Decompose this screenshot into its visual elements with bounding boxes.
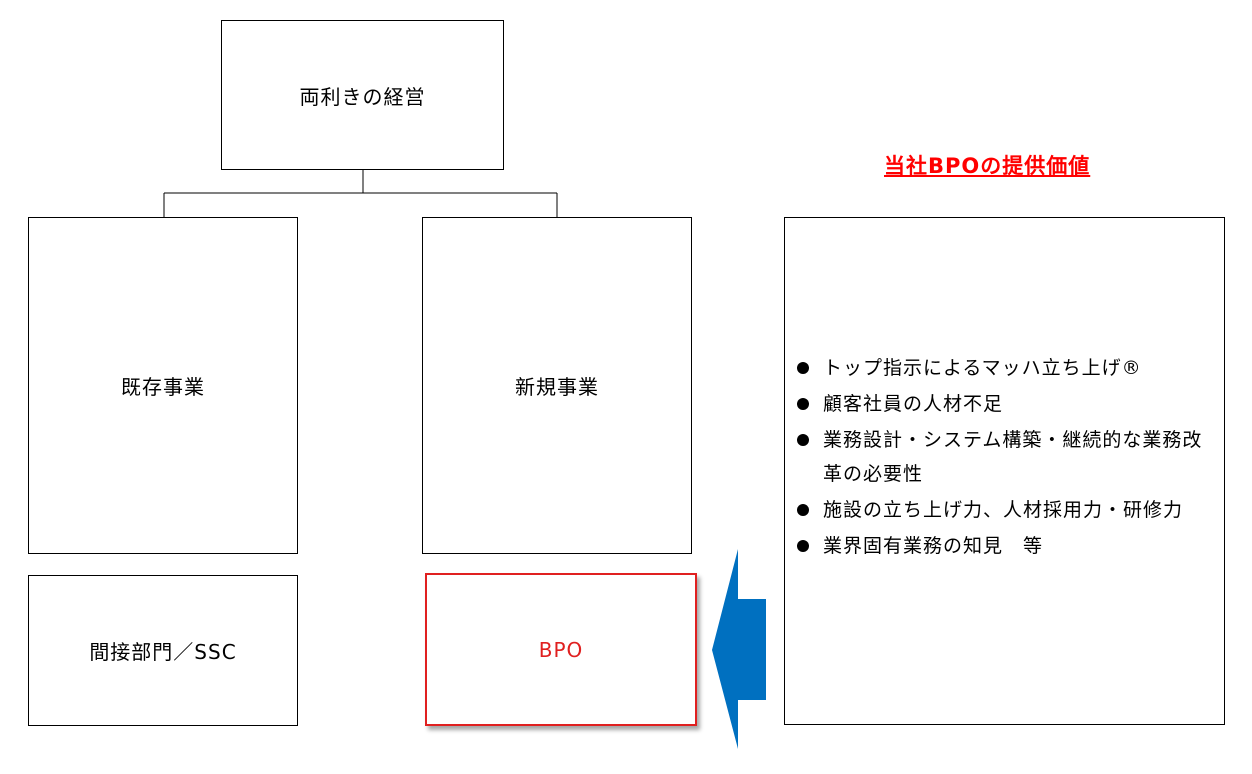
bullet-icon xyxy=(797,434,809,446)
value-panel-box: トップ指示によるマッハ立ち上げ® 顧客社員の人材不足 業務設計・システム構築・継… xyxy=(784,217,1225,725)
new-business-box: 新規事業 xyxy=(422,217,692,554)
value-list: トップ指示によるマッハ立ち上げ® 顧客社員の人材不足 業務設計・システム構築・継… xyxy=(795,351,1215,565)
value-item-text: 業務設計・システム構築・継続的な業務改革の必要性 xyxy=(823,429,1203,485)
bpo-box: BPO xyxy=(425,573,697,726)
value-panel-title: 当社BPOの提供価値 xyxy=(884,154,1091,178)
value-item-text: 顧客社員の人材不足 xyxy=(823,393,1004,415)
value-list-item: 業務設計・システム構築・継続的な業務改革の必要性 xyxy=(795,423,1215,491)
value-list-item: 顧客社員の人材不足 xyxy=(795,387,1215,421)
ambidextrous-management-box: 両利きの経営 xyxy=(221,20,504,170)
value-item-text: トップ指示によるマッハ立ち上げ® xyxy=(823,357,1142,379)
existing-business-label: 既存事業 xyxy=(121,375,205,399)
bpo-label: BPO xyxy=(538,637,584,662)
value-list-item: トップ指示によるマッハ立ち上げ® xyxy=(795,351,1215,385)
bullet-icon xyxy=(797,398,809,410)
value-item-text: 施設の立ち上げ力、人材採用力・研修力 xyxy=(823,499,1184,521)
ambidextrous-management-label: 両利きの経営 xyxy=(299,84,426,109)
new-business-label: 新規事業 xyxy=(515,375,599,399)
left-arrow-icon xyxy=(712,549,766,749)
value-list-item: 施設の立ち上げ力、人材採用力・研修力 xyxy=(795,493,1215,527)
bullet-icon xyxy=(797,504,809,516)
value-list-item: 業界固有業務の知見 等 xyxy=(795,529,1215,563)
value-item-text: 業界固有業務の知見 等 xyxy=(823,535,1044,557)
bullet-icon xyxy=(797,362,809,374)
tree-connector-lines xyxy=(163,170,558,217)
indirect-department-box: 間接部門／SSC xyxy=(28,575,298,726)
existing-business-box: 既存事業 xyxy=(28,217,298,554)
indirect-department-label: 間接部門／SSC xyxy=(89,640,237,664)
bullet-icon xyxy=(797,540,809,552)
